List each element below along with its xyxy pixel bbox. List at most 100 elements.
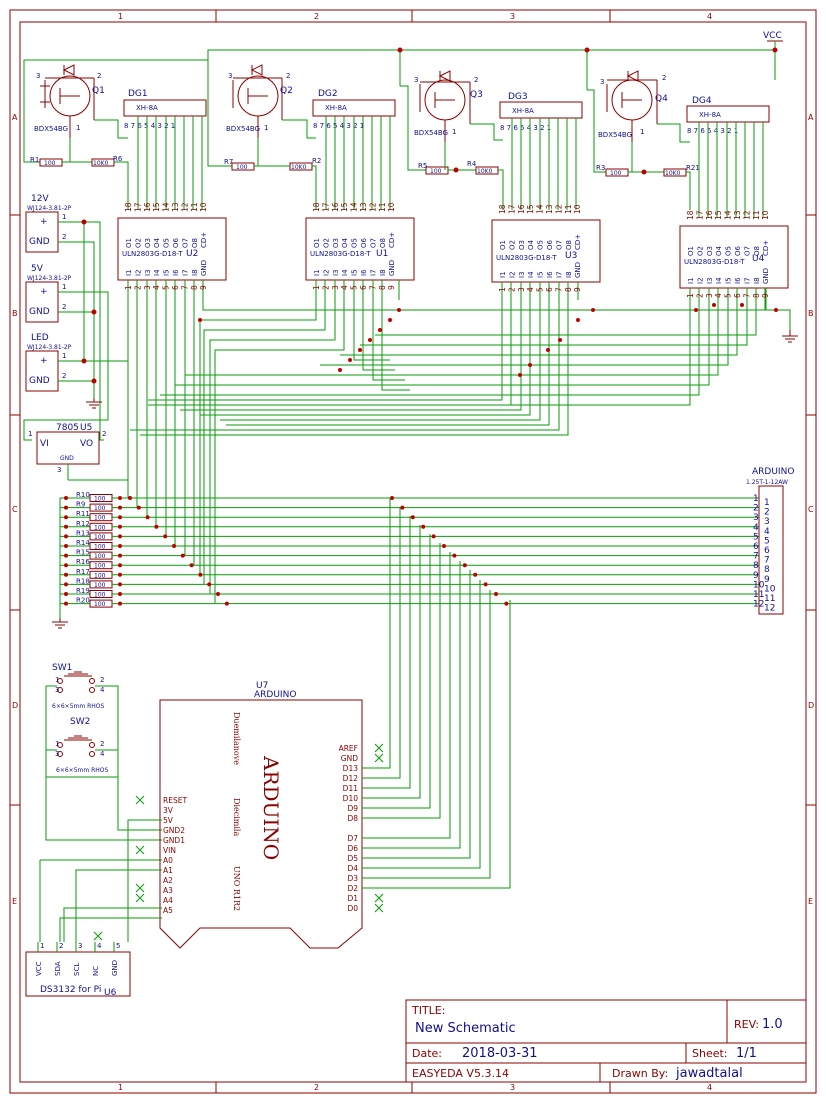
- driver-pin-number: 8: [752, 293, 761, 298]
- driver-pin-number: 16: [517, 204, 526, 214]
- driver-pin-number: 3: [143, 285, 152, 290]
- driver-pin-number: 17: [133, 202, 142, 212]
- u7-side-3: UNO R1R2: [232, 866, 241, 911]
- driver-pin-number: 13: [733, 210, 742, 220]
- header-pin-label: 11: [764, 594, 775, 604]
- junction: [118, 572, 122, 577]
- driver-pin-name: I7: [369, 269, 377, 276]
- driver-pin-number: 8: [564, 287, 573, 292]
- dg1-connector: [123, 99, 207, 117]
- driver-pin-number: 2: [695, 293, 704, 298]
- junction: [118, 544, 122, 548]
- header-pin-number: 1: [753, 494, 759, 504]
- resistor-value: 100: [94, 572, 106, 579]
- u7-left-pin: A4: [163, 896, 173, 905]
- r6-ref: R6: [113, 155, 123, 163]
- row-label: D: [12, 701, 18, 710]
- junction: [198, 572, 203, 577]
- u7-left-pin: VIN: [163, 846, 176, 855]
- dg3-connector: [499, 101, 583, 119]
- driver-pin-name: O7: [369, 238, 377, 248]
- driver-pin-number: 7: [368, 285, 377, 290]
- q3-pin3: 3: [414, 76, 418, 84]
- header-pin-number: 5: [753, 532, 759, 542]
- driver-pin-name: O2: [508, 240, 516, 250]
- driver-pin-number: 12: [368, 202, 377, 212]
- driver-pin-number: 1: [498, 287, 507, 292]
- switch-sw1: SW1 1 2 3 4 6×6×5mm RHOS: [52, 663, 105, 710]
- driver-pin-name: I1: [313, 269, 321, 276]
- driver-pin-number: 11: [564, 204, 573, 214]
- driver-pin-name: O2: [322, 238, 330, 248]
- u5-p1: 1: [28, 430, 32, 438]
- junction: [136, 505, 141, 510]
- driver-pin-name: I2: [134, 269, 142, 276]
- driver-pin-name: I5: [163, 269, 171, 276]
- q1-pin2: 2: [97, 72, 101, 80]
- r4-ref: R4: [467, 160, 477, 168]
- driver-pin-number: 18: [312, 202, 321, 212]
- driver-pin-number: 12: [554, 204, 563, 214]
- driver-pin-number: 18: [498, 204, 507, 214]
- switch-sw2: SW2 1 2 3 4 6×6×5mm RHOS: [55, 717, 109, 774]
- junction: [128, 496, 132, 500]
- arduino-u7: U7 ARDUINO Duemilanove Diecimila UNO R1R…: [159, 681, 363, 949]
- junction: [421, 524, 426, 529]
- driver-pin-number: 11: [752, 210, 761, 220]
- driver-pin-name: I6: [360, 269, 368, 276]
- driver-pin-name: CD+: [762, 240, 770, 256]
- driver-pin-name: I5: [537, 271, 545, 278]
- power-5v-p2: 2: [62, 303, 66, 311]
- resistor-ref: R11: [76, 510, 90, 518]
- dg4-pins: 8 7 6 5 4 3 2 1: [687, 127, 738, 135]
- q3-ref: Q3: [470, 90, 483, 100]
- date-label: Date:: [412, 1047, 442, 1060]
- junction: [118, 515, 122, 520]
- r5-ref: R5: [418, 162, 427, 170]
- q1-pin1: 1: [76, 124, 80, 132]
- junction: [400, 505, 405, 510]
- junction: [64, 515, 68, 520]
- row-label: C: [808, 505, 814, 514]
- q3-pin1: 1: [452, 128, 456, 136]
- resistor-ref: R17: [76, 568, 90, 576]
- junction: [189, 563, 194, 568]
- col-label: 1: [118, 1083, 123, 1092]
- driver-pin-number: 10: [761, 210, 770, 220]
- u7-right-pin: D10: [343, 794, 359, 803]
- dg3-pins: 8 7 6 5 4 3 2 1: [500, 124, 551, 132]
- row-label: E: [12, 897, 17, 906]
- driver-pin-number: 7: [180, 285, 189, 290]
- row-label: C: [12, 505, 18, 514]
- q4-part: BDX54BG: [598, 131, 632, 139]
- driver-pin-name: I4: [341, 269, 349, 276]
- date-value: 2018-03-31: [462, 1046, 538, 1061]
- driver-pin-number: 9: [199, 285, 208, 290]
- resistor-value: 100: [94, 601, 106, 608]
- power-12v-part: WJ124-3.81-2P: [27, 205, 72, 212]
- driver-pin-number: 1: [124, 285, 133, 290]
- junction: [118, 592, 122, 596]
- driver-pin-number: 11: [378, 202, 387, 212]
- u5-label-ref: U5: [80, 423, 92, 433]
- drawn-value: jawadtalal: [675, 1066, 743, 1081]
- driver-pin-number: 3: [331, 285, 340, 290]
- u7-name: ARDUINO: [254, 690, 296, 700]
- drawn-label: Drawn By:: [612, 1067, 668, 1080]
- junction: [118, 534, 122, 539]
- driver-pin-name: O4: [341, 237, 349, 248]
- driver-pin-number: 6: [733, 293, 742, 298]
- power-led-gnd: GND: [29, 376, 50, 386]
- u5-p2: 2: [102, 430, 106, 438]
- sw1-p2: 2: [100, 676, 104, 684]
- driver-pin-name: I3: [518, 271, 526, 278]
- driver-pin-number: 14: [350, 202, 359, 212]
- driver-pin-number: 9: [761, 293, 770, 298]
- resistor-value: 100: [94, 582, 106, 589]
- dg4-connector: [686, 105, 770, 123]
- u7-left-pin: A3: [163, 886, 173, 895]
- u7-right-pin: D4: [347, 864, 358, 873]
- u1-ref: U1: [376, 249, 388, 259]
- u4-ref: U4: [752, 254, 765, 264]
